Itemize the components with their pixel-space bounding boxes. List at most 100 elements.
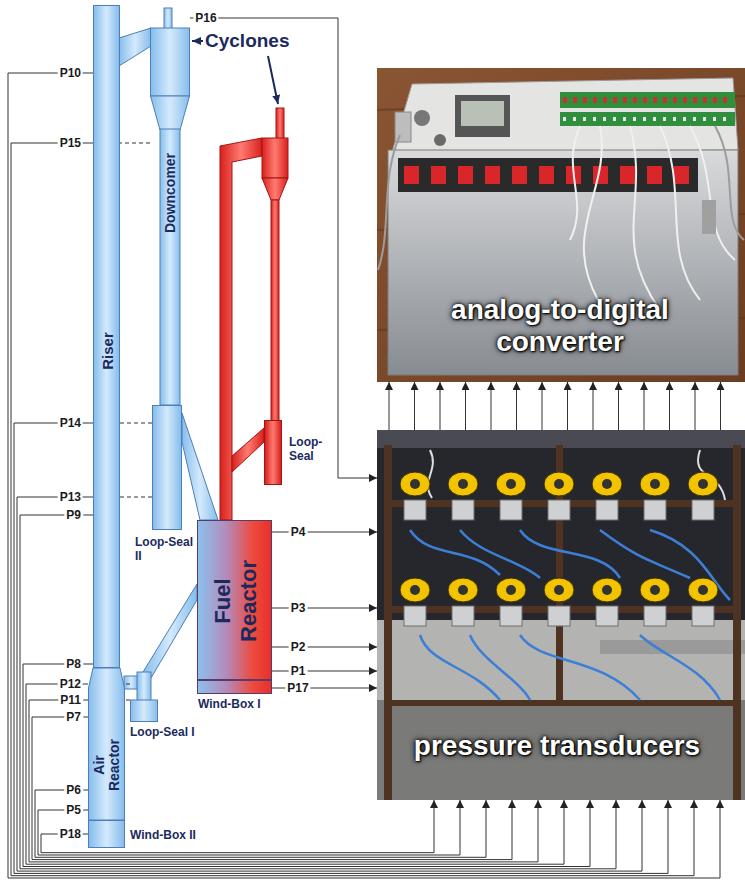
tap-label: P14 bbox=[58, 416, 83, 430]
wind-box: Wind-Box II bbox=[88, 820, 125, 848]
tap-label: P13 bbox=[58, 490, 83, 504]
line-segment bbox=[26, 864, 564, 865]
line-segment bbox=[38, 855, 460, 856]
signal-line bbox=[516, 382, 517, 430]
line-segment bbox=[414, 382, 415, 430]
signal-line bbox=[414, 382, 415, 430]
line-segment bbox=[338, 18, 339, 478]
signal-line bbox=[669, 382, 670, 430]
signal-line bbox=[23, 664, 590, 867]
tap-label: P11 bbox=[58, 693, 83, 707]
part-label: Wind-Box II bbox=[130, 828, 196, 842]
tap-label: P15 bbox=[58, 136, 83, 150]
line-segment bbox=[14, 873, 668, 874]
line-segment bbox=[694, 800, 695, 876]
tap-label: P3 bbox=[289, 601, 308, 615]
line-segment bbox=[17, 497, 18, 871]
line-segment bbox=[644, 382, 645, 430]
tap-label: P4 bbox=[289, 525, 308, 539]
photo-caption: analog-to-digital converter bbox=[395, 294, 725, 358]
column-label: Riser bbox=[99, 332, 116, 370]
line-segment bbox=[17, 871, 642, 872]
signal-line bbox=[618, 382, 619, 430]
signal-line bbox=[695, 382, 696, 430]
line-segment bbox=[465, 382, 466, 430]
line-segment bbox=[11, 143, 12, 876]
transducer-photo bbox=[377, 430, 745, 800]
line-segment bbox=[642, 800, 643, 871]
reactor-vessel: Air Reactor bbox=[88, 668, 125, 820]
line-segment bbox=[23, 664, 24, 867]
wind-box: Wind-Box I bbox=[197, 680, 272, 694]
line-segment bbox=[720, 382, 721, 430]
signal-line bbox=[465, 382, 466, 430]
part-label: Loop-Seal II bbox=[135, 535, 193, 563]
line-segment bbox=[491, 382, 492, 430]
signal-line bbox=[720, 382, 721, 430]
photo-panel: analog-to-digital converter bbox=[377, 68, 745, 382]
tap-label: P7 bbox=[64, 710, 83, 724]
part-label: Loop-Seal bbox=[289, 435, 329, 463]
tap-label: P18 bbox=[58, 827, 83, 841]
line-segment bbox=[538, 800, 539, 862]
line-segment bbox=[8, 73, 9, 878]
signal-line bbox=[491, 382, 492, 430]
signal-line bbox=[542, 382, 543, 430]
photo-caption: pressure transducers bbox=[407, 730, 707, 762]
line-segment bbox=[35, 857, 486, 858]
red-pipes bbox=[220, 108, 288, 520]
loop-seal: Loop-Seal I bbox=[130, 672, 158, 722]
line-segment bbox=[14, 423, 15, 873]
part-label: Loop-Seal I bbox=[130, 725, 195, 739]
line-segment bbox=[567, 382, 568, 430]
tap-label: P16 bbox=[193, 11, 218, 25]
line-segment bbox=[695, 382, 696, 430]
tap-label: P6 bbox=[64, 783, 83, 797]
line-segment bbox=[486, 800, 487, 857]
loop-seal: Loop-Seal bbox=[264, 420, 282, 485]
signal-line bbox=[190, 18, 377, 478]
vessel-label: Fuel Reactor bbox=[210, 546, 262, 656]
line-segment bbox=[516, 382, 517, 430]
line-segment bbox=[542, 382, 543, 430]
tap-label: P5 bbox=[64, 803, 83, 817]
line-segment bbox=[29, 861, 538, 862]
column-label: Downcomer bbox=[162, 153, 178, 233]
riser-column: Riser bbox=[93, 5, 120, 668]
signal-line bbox=[440, 382, 441, 430]
signal-line bbox=[389, 382, 390, 430]
line-segment bbox=[564, 800, 565, 864]
downcomer-cyclone: Downcomer bbox=[150, 8, 190, 405]
line-segment bbox=[29, 700, 30, 862]
tap-label: P10 bbox=[58, 66, 83, 80]
line-segment bbox=[20, 515, 21, 869]
signal-line bbox=[593, 382, 594, 430]
vessel-outline bbox=[130, 672, 158, 722]
reactor-vessel: Fuel Reactor bbox=[197, 520, 272, 680]
line-segment bbox=[590, 800, 591, 867]
line-segment bbox=[668, 800, 669, 873]
tap-label: P9 bbox=[64, 508, 83, 522]
line-segment bbox=[720, 800, 721, 878]
signal-line bbox=[644, 382, 645, 430]
line-segment bbox=[8, 878, 720, 879]
line-segment bbox=[41, 834, 42, 853]
tap-label: P8 bbox=[64, 657, 83, 671]
line-segment bbox=[338, 478, 377, 479]
tap-label: P2 bbox=[289, 640, 308, 654]
line-segment bbox=[23, 866, 590, 867]
line-segment bbox=[512, 800, 513, 860]
line-segment bbox=[26, 684, 27, 864]
tap-label: P1 bbox=[289, 664, 308, 678]
line-segment bbox=[38, 810, 39, 855]
line-segment bbox=[41, 852, 434, 853]
line-segment bbox=[389, 382, 390, 430]
line-segment bbox=[616, 800, 617, 869]
part-label: Wind-Box I bbox=[198, 697, 261, 711]
line-segment bbox=[618, 382, 619, 430]
line-segment bbox=[434, 800, 435, 853]
loop-seal: Loop-Seal II bbox=[152, 405, 182, 530]
tap-label: P17 bbox=[285, 681, 310, 695]
photo-panel: pressure transducers bbox=[377, 430, 745, 800]
line-segment bbox=[32, 859, 512, 860]
